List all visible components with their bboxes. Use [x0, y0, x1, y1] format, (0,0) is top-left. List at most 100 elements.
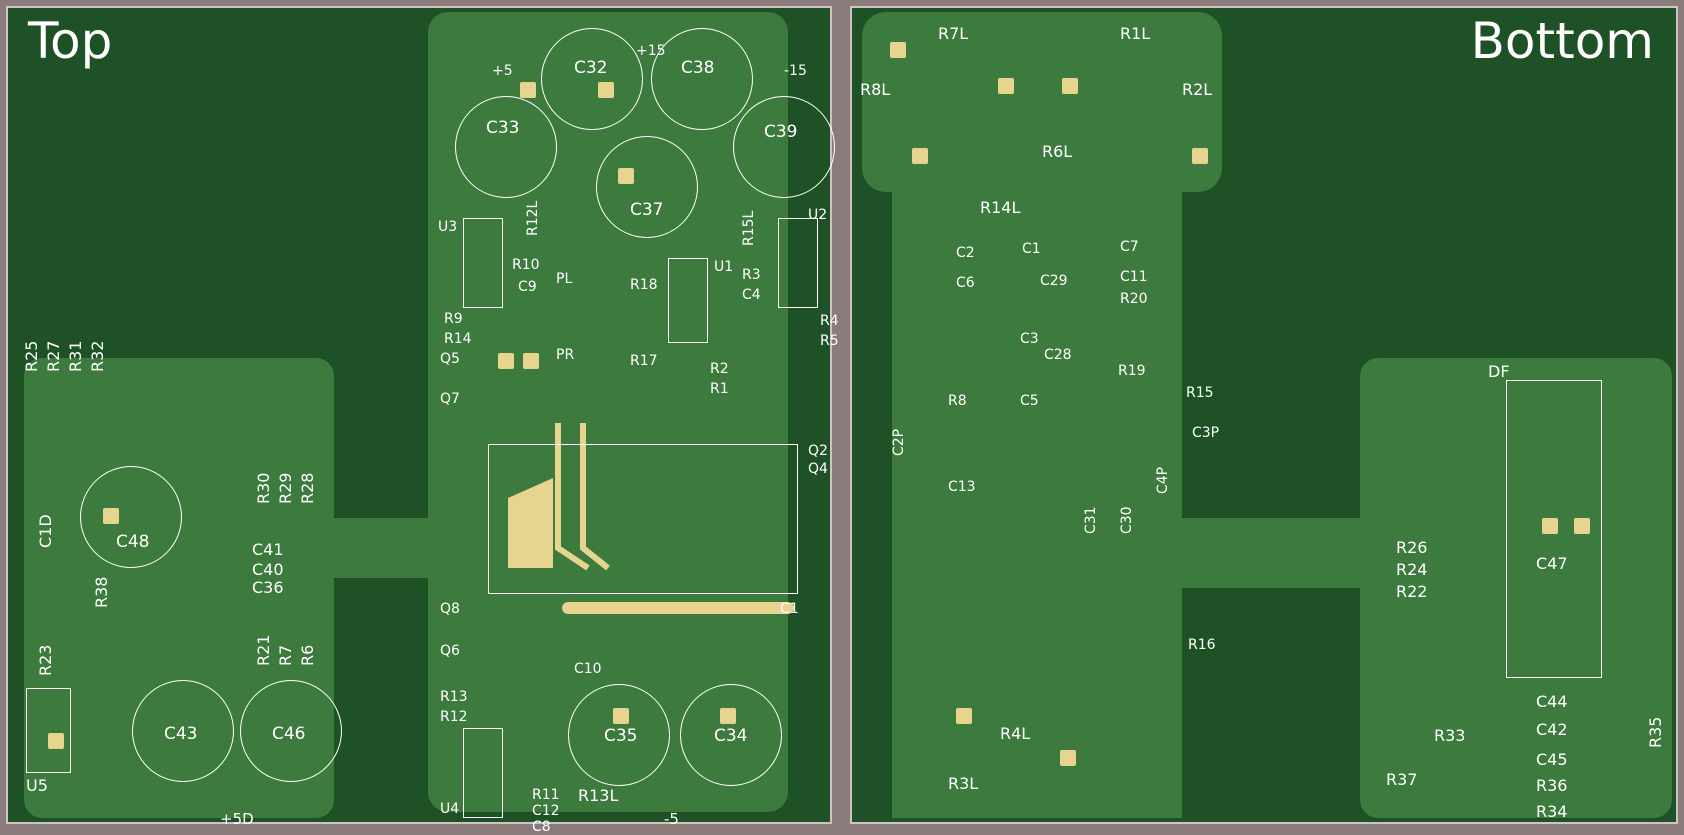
module-outline [488, 444, 798, 594]
pad [1542, 518, 1558, 534]
silkscreen-label: -5 [664, 810, 679, 828]
silkscreen-label: C46 [272, 724, 306, 744]
component-outline [463, 218, 503, 308]
capacitor-outline [240, 680, 342, 782]
pad [890, 42, 906, 58]
capacitor-outline [680, 684, 782, 786]
view-title: Top [28, 12, 113, 70]
copper-traces [45, 358, 794, 618]
silkscreen-label: R7L [938, 24, 969, 43]
pad [618, 168, 634, 184]
silkscreen-label: R12 [440, 709, 468, 725]
silkscreen-label: R15 [1186, 385, 1214, 401]
silkscreen-label: R20 [1120, 291, 1148, 307]
silkscreen-label: R7 [276, 644, 295, 666]
silkscreen-label: U1 [714, 259, 734, 275]
ic-outline [1506, 380, 1602, 678]
silkscreen-label: R5 [820, 333, 839, 349]
silkscreen-label: U2 [808, 207, 828, 223]
silkscreen-label: R31 [66, 340, 85, 372]
silkscreen-label: C10 [574, 661, 602, 677]
silkscreen-label: C4P [1155, 466, 1171, 494]
silkscreen-label: R9 [444, 311, 463, 327]
silkscreen-label: C12 [532, 803, 560, 819]
silkscreen-label: Q6 [440, 643, 460, 659]
silkscreen-label: R10 [512, 257, 540, 273]
silkscreen-label: R30 [254, 472, 273, 504]
silkscreen-label: R18 [630, 277, 658, 293]
component-outline [778, 218, 818, 308]
capacitor-outline [80, 466, 182, 568]
view-title: Bottom [1470, 12, 1654, 70]
capacitor-outline [651, 28, 753, 130]
silkscreen-label: R12L [525, 200, 541, 236]
ground-pour [1360, 358, 1672, 818]
silkscreen-label: C47 [1536, 554, 1568, 573]
silkscreen-label: R27 [44, 340, 63, 372]
silkscreen-label: R26 [1396, 538, 1428, 557]
silkscreen-label: R15L [741, 210, 757, 246]
bottom-layer-view: Bottom R7L R1L R8L R2L R6L R14L C2 C1 C7… [850, 6, 1678, 824]
silkscreen-label: R1L [1120, 24, 1151, 43]
silkscreen-label: C44 [1536, 692, 1568, 711]
silkscreen-label: R1 [710, 381, 729, 397]
silkscreen-label: C33 [486, 118, 520, 138]
silkscreen-label: U4 [440, 801, 460, 817]
silkscreen-label: C4 [742, 287, 761, 303]
capacitor-outline [541, 28, 643, 130]
silkscreen-label: C39 [764, 122, 798, 142]
silkscreen-label: U5 [26, 776, 48, 795]
silkscreen-label: Q5 [440, 351, 460, 367]
silkscreen-label: R6 [298, 644, 317, 666]
pad [598, 82, 614, 98]
silkscreen-label: C31 [1083, 506, 1099, 534]
silkscreen-label: C36 [252, 578, 284, 597]
pad [956, 708, 972, 724]
silkscreen-label: PL [556, 271, 573, 287]
silkscreen-label: C37 [630, 200, 664, 220]
silkscreen-label: C48 [116, 532, 150, 552]
silkscreen-label: DF [1488, 362, 1510, 381]
silkscreen-label: C35 [604, 726, 638, 746]
silkscreen-label: C42 [1536, 720, 1568, 739]
silkscreen-label: C8 [532, 819, 551, 835]
pad [720, 708, 736, 724]
silkscreen-label: C2P [891, 428, 907, 456]
silkscreen-label: C32 [574, 58, 608, 78]
silkscreen-label: R4L [1000, 724, 1031, 743]
silkscreen-label: Q8 [440, 601, 460, 617]
silkscreen-label: R13L [578, 786, 619, 805]
silkscreen-label: C30 [1119, 506, 1135, 534]
silkscreen-label: R29 [276, 472, 295, 504]
pad [912, 148, 928, 164]
silkscreen-label: R24 [1396, 560, 1428, 579]
silkscreen-label: R25 [22, 340, 41, 372]
silkscreen-label: R14 [444, 331, 472, 347]
silkscreen-label: R37 [1386, 770, 1418, 789]
silkscreen-label: C11 [1120, 269, 1148, 285]
silkscreen-label: C3P [1192, 425, 1220, 441]
silkscreen-label: C1D [36, 514, 55, 548]
silkscreen-label: C45 [1536, 750, 1568, 769]
silkscreen-label: Q4 [808, 461, 828, 477]
silkscreen-label: R2L [1182, 80, 1213, 99]
pad [613, 708, 629, 724]
silkscreen-label: R17 [630, 353, 658, 369]
component-outline [668, 258, 708, 343]
silkscreen-label: +5D [220, 810, 254, 828]
silkscreen-label: C13 [948, 479, 976, 495]
silkscreen-label: C5 [1020, 393, 1039, 409]
ground-pour [308, 518, 448, 578]
pad [998, 78, 1014, 94]
silkscreen-label: R21 [254, 634, 273, 666]
ground-pour [892, 608, 1182, 818]
silkscreen-label: +15 [636, 43, 666, 59]
silkscreen-label: C7 [1120, 239, 1139, 255]
silkscreen-label: R6L [1042, 142, 1073, 161]
silkscreen-label: C38 [681, 58, 715, 78]
capacitor-outline [132, 680, 234, 782]
silkscreen-label: R2 [710, 361, 729, 377]
silkscreen-label: R3 [742, 267, 761, 283]
silkscreen-label: R33 [1434, 726, 1466, 745]
silkscreen-label: R4 [820, 313, 839, 329]
